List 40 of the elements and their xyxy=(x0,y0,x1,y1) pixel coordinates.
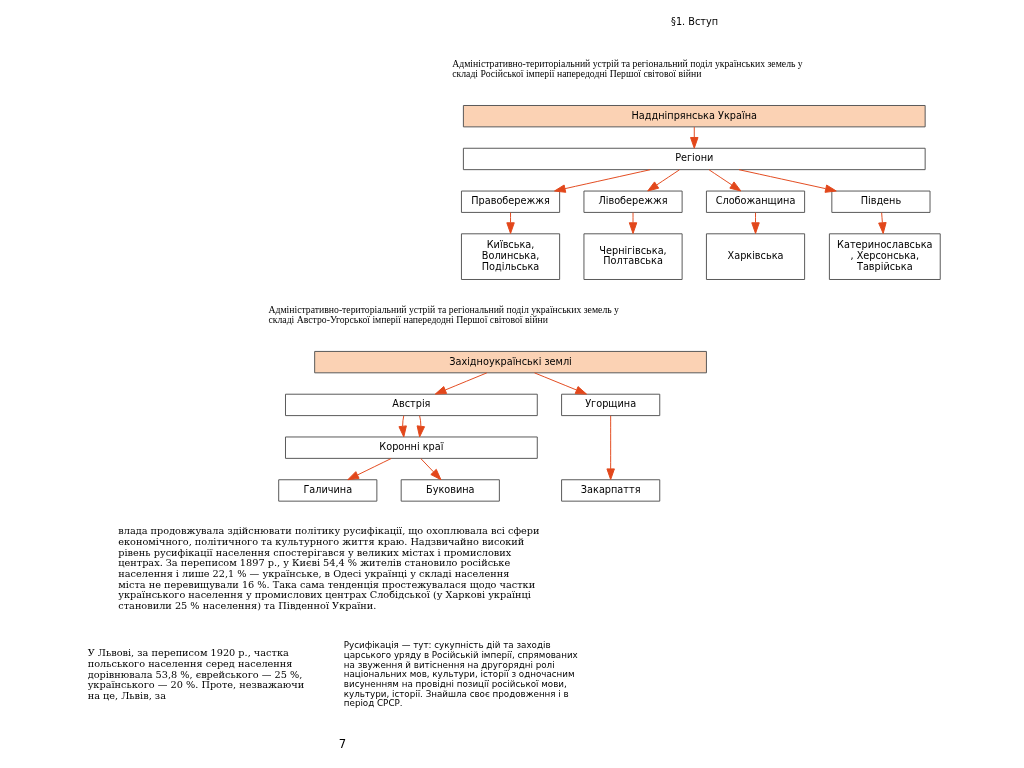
node-box: Харківська xyxy=(705,233,806,280)
node-box: Закарпаття xyxy=(561,479,661,502)
arrow xyxy=(420,458,442,481)
node-box: Наддніпрянська Україна xyxy=(462,105,926,128)
node-box: Слобожанщина xyxy=(705,190,806,213)
arrow xyxy=(434,372,488,395)
arrow xyxy=(690,126,699,149)
label: Русифікація — тут: сукупність дій та заходів царського уряду в Російській імперії, спрямованих на звуження й витіснення на другорядні ролі національних мов, культури, історії з одночасним висуненням на провідні позиції російської мови, культури, історії. Знайшла своє продовження і в період СРСР. xyxy=(343,640,578,709)
node-box: Західноукраїнські землі xyxy=(314,350,707,374)
arrow xyxy=(751,212,760,234)
arrow xyxy=(554,169,651,193)
label: У Львові, за переписом 1920 р., частка польського населення серед населення дорівнювала 53,8 %, єврейського — 25 %, українського — 20 %. Проте, незважаючи на це, Львів, за xyxy=(87,647,305,701)
label: 7 xyxy=(338,737,347,752)
node-box: Чернігівська, Полтавська xyxy=(583,233,683,280)
node-box: Катеринославська, Херсонська, Таврійська xyxy=(828,233,941,280)
node-box: Угорщина xyxy=(561,393,661,417)
node-box: Галичина xyxy=(278,479,378,502)
arrow xyxy=(416,415,426,438)
arrow xyxy=(347,458,392,481)
label: Адміністративно-територіальний устрій та регіональний поділ українських земель у складі Австро-Угорської імперії напередодні Першої світової війни xyxy=(268,303,619,326)
arrow xyxy=(534,372,587,395)
node-box: Південь xyxy=(831,190,931,213)
label: влада продовжувала здійснювати політику русифікації, що охоплювала всі сфери економічного, політичного та культурного життя краю. Надзвичайно високий рівень русифікації населення спостерігався у великих містах і промислових центрах. За переписом 1897 р., у Києві 54,4 % жителів становило російське населення і лише 22,1 % — українське, в Одесі українці у складі населення міста не перевищували 16 %. Така сама тенденція простежувалася щодо частки українського населення у промислових центрах Слобідської (у Харкові українці становили 25 % населення) та Південної України. xyxy=(118,525,540,612)
node-box: Лівобережжя xyxy=(583,190,683,213)
arrow xyxy=(708,169,742,192)
arrow xyxy=(398,415,407,438)
arrow xyxy=(738,169,837,193)
node-box: Коронні краї xyxy=(285,436,538,459)
arrow xyxy=(647,169,680,192)
label: Адміністративно-територіальний устрій та регіональний поділ українських земель у складі Російської імперії напередодні Першої світової війни xyxy=(452,57,803,80)
node-box: Правобережжя xyxy=(460,190,561,213)
node-box: Регіони xyxy=(462,147,926,171)
arrow xyxy=(606,415,615,481)
node-box: Буковина xyxy=(400,479,500,502)
arrow xyxy=(506,212,515,234)
label: §1. Вступ xyxy=(671,16,719,28)
node-box: Австрія xyxy=(285,393,538,417)
arrow xyxy=(628,212,638,234)
node-box: Київська, Волинська, Подільська xyxy=(460,233,561,280)
arrow xyxy=(878,212,887,234)
